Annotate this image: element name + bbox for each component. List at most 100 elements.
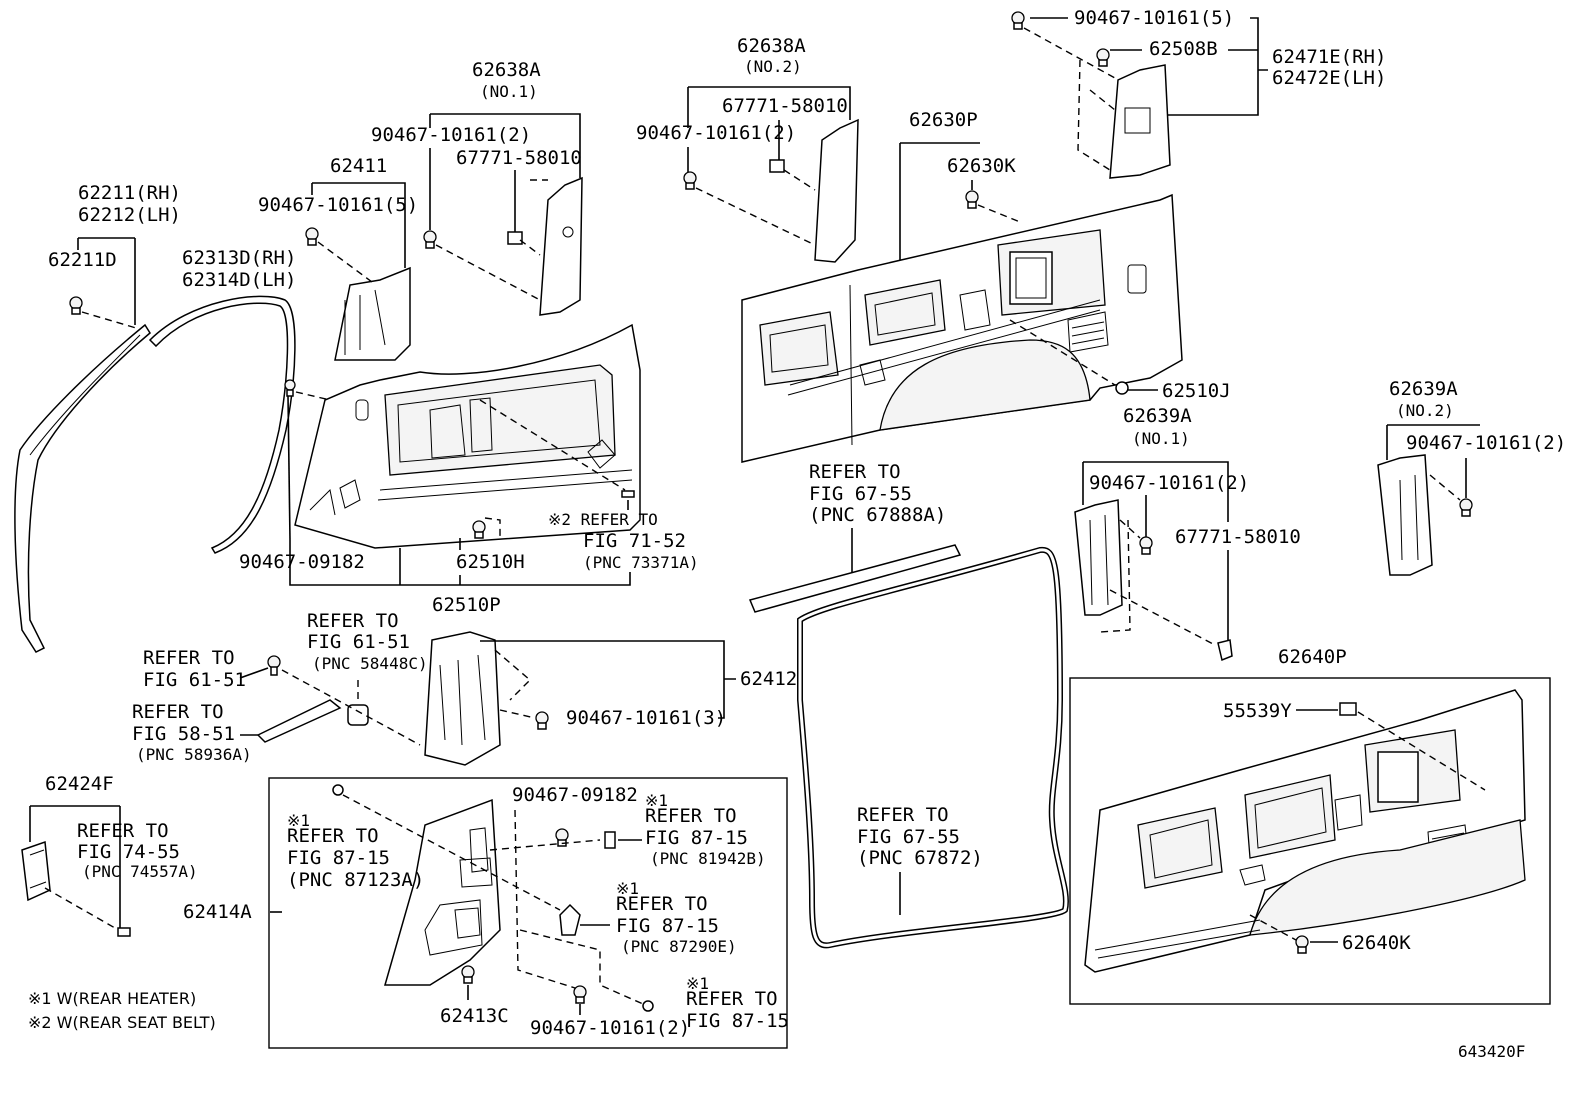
- clip-refer-87-15-d: [642, 1000, 654, 1012]
- label-refer-58-51-2: FIG 58-51: [132, 723, 235, 745]
- center-pillar-garnish-no2: [814, 118, 859, 263]
- label-refer-61-51-a1: REFER TO: [307, 610, 399, 632]
- note-rear-seat-belt: ※2 W(REAR SEAT BELT): [28, 1013, 216, 1032]
- label-refer-71-52-3: (PNC 73371A): [583, 553, 699, 572]
- clip-62508B: [1096, 48, 1110, 67]
- clip-62638A-no2: [683, 171, 697, 190]
- rear-quarter-trim-62640P: [1084, 689, 1526, 973]
- label-refer-67-55-a3: (PNC 67888A): [809, 504, 946, 526]
- label-62638A-no1-sub: (NO.1): [480, 82, 538, 101]
- label-90467-09182-b: 90467-09182: [512, 784, 638, 806]
- label-62412: 62412: [740, 668, 797, 690]
- leader-62411: [311, 182, 406, 268]
- label-refer-87-15-b1: REFER TO: [645, 805, 737, 827]
- clip-90467-10161-2-e: [573, 985, 587, 1004]
- clip-62412: [535, 711, 549, 730]
- label-refer-67-55-b1: REFER TO: [857, 804, 949, 826]
- label-62638A-no1: 62638A: [472, 59, 541, 81]
- label-62639A-no2: 62639A: [1389, 378, 1458, 400]
- label-90467-10161-5-top: 90467-10161(5): [1074, 7, 1234, 29]
- label-67771-58010-a: 67771-58010: [722, 95, 848, 117]
- retainer-67771-c: [1217, 639, 1233, 662]
- label-refer-87-15-c2: FIG 87-15: [616, 915, 719, 937]
- label-refer-67-55-a1: REFER TO: [809, 461, 901, 483]
- door-weatherstrip: [148, 295, 296, 554]
- clip-90467-top: [1011, 11, 1025, 30]
- leader-62211D-dash: [81, 311, 137, 329]
- label-refer-87-15-b2: FIG 87-15: [645, 827, 748, 849]
- label-refer-74-55-3: (PNC 74557A): [82, 862, 198, 881]
- label-refer-87-15-d2: FIG 87-15: [686, 1010, 789, 1032]
- clip-62510P-left: [284, 379, 296, 397]
- connector-81942B: [604, 831, 616, 849]
- label-refer-67-55-b3: (PNC 67872): [857, 847, 983, 869]
- label-62411: 62411: [330, 155, 387, 177]
- label-62638A-no2-sub: (NO.2): [744, 57, 802, 76]
- a-pillar-garnish: [14, 323, 151, 653]
- label-62313D-rh: 62313D(RH): [182, 247, 296, 269]
- label-62211-rh: 62211(RH): [78, 182, 181, 204]
- label-67771-58010-c: 67771-58010: [1175, 526, 1301, 548]
- label-55539Y: 55539Y: [1223, 700, 1292, 722]
- label-refer-61-51-b2: FIG 61-51: [143, 669, 246, 691]
- bracket-74557A: [117, 927, 131, 937]
- bushing-58448C: [347, 704, 369, 726]
- leader-62630P: [899, 142, 980, 260]
- clip-62639A-no1: [1139, 536, 1153, 555]
- seat-belt-cover-ref: [621, 490, 635, 498]
- leader-62471E: [1030, 17, 1268, 116]
- label-62424F: 62424F: [45, 773, 114, 795]
- label-90467-10161-2-c: 90467-10161(2): [1406, 432, 1566, 454]
- leader-62510P: [289, 538, 631, 586]
- upper-quarter-trim-62411: [334, 266, 411, 361]
- label-refer-61-51-a2: FIG 61-51: [307, 631, 410, 653]
- label-refer-67-55-b2: FIG 67-55: [857, 826, 960, 848]
- bolt-refer-61-51: [267, 655, 281, 676]
- box-62414A: [268, 777, 788, 1049]
- label-refer-87-15-d1: REFER TO: [686, 988, 778, 1010]
- leader-62211: [77, 237, 136, 325]
- rear-quarter-trim-62630P: [741, 193, 1183, 463]
- label-62640P: 62640P: [1278, 646, 1347, 668]
- label-90467-10161-2-d: 90467-10161(2): [1089, 472, 1249, 494]
- label-62508B: 62508B: [1149, 38, 1218, 60]
- clip-55539Y: [1339, 702, 1357, 716]
- label-refer-67-55-a2: FIG 67-55: [809, 483, 912, 505]
- label-62510J: 62510J: [1162, 380, 1231, 402]
- label-90467-10161-2-a: 90467-10161(2): [636, 122, 796, 144]
- label-90467-09182-a: 90467-09182: [239, 551, 365, 573]
- label-90467-10161-5-b: 90467-10161(5): [258, 194, 418, 216]
- label-62211D: 62211D: [48, 249, 117, 271]
- label-refer-87-15-a1: REFER TO: [287, 825, 379, 847]
- label-refer-87-15-a3: (PNC 87123A): [287, 869, 424, 891]
- clip-87123A: [332, 784, 344, 796]
- label-62212-lh: 62212(LH): [78, 204, 181, 226]
- label-62510H: 62510H: [456, 551, 525, 573]
- label-67771-58010-b: 67771-58010: [456, 147, 582, 169]
- label-62630K: 62630K: [947, 155, 1016, 177]
- clip-62413C: [461, 965, 475, 984]
- label-refer-87-15-c1: REFER TO: [616, 893, 708, 915]
- clip-62510H: [472, 520, 486, 539]
- label-62630P: 62630P: [909, 109, 978, 131]
- pillar-garnish-62639A-no2: [1377, 454, 1433, 576]
- label-refer-87-15-c3: (PNC 87290E): [621, 937, 737, 956]
- label-62640K: 62640K: [1342, 932, 1411, 954]
- leader-62424F: [29, 805, 121, 928]
- label-refer-87-15-b3: (PNC 81942B): [650, 849, 766, 868]
- label-62472E-lh: 62472E(LH): [1272, 67, 1386, 89]
- label-62639A-no1: 62639A: [1123, 405, 1192, 427]
- leader-62639A-no2: [1386, 424, 1480, 498]
- box-62640P: [1069, 677, 1551, 1005]
- label-refer-87-15-d0: ※1: [686, 974, 709, 993]
- label-62510P: 62510P: [432, 594, 501, 616]
- back-door-pillar-garnish: [1109, 64, 1171, 179]
- cover-62424F: [21, 840, 51, 902]
- pillar-garnish-62639A-no1: [1074, 499, 1123, 616]
- label-62414A: 62414A: [183, 901, 252, 923]
- label-refer-87-15-a2: FIG 87-15: [287, 847, 390, 869]
- leader-62638A-no1: [429, 113, 581, 232]
- label-refer-61-51-b1: REFER TO: [143, 647, 235, 669]
